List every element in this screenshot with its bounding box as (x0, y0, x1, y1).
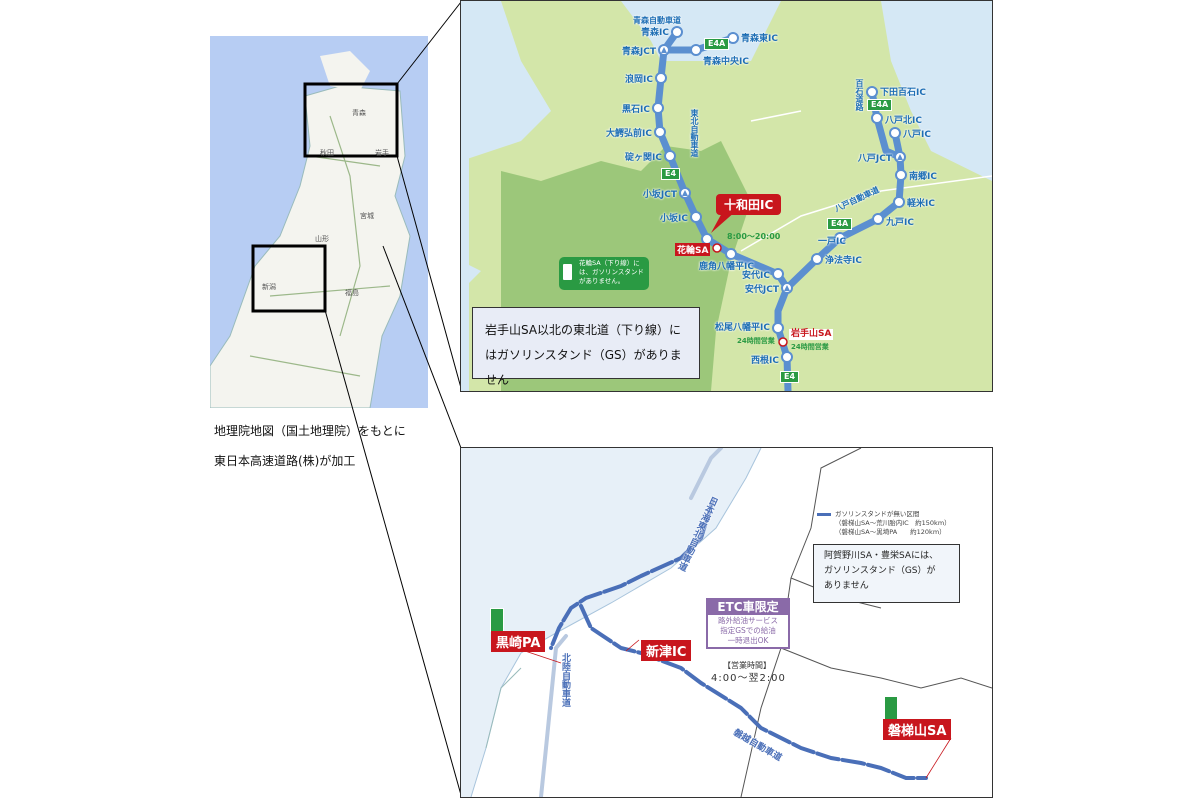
legend-line2: （磐梯山SA～黒埼PA 約120km） (835, 528, 946, 536)
ic-label: 八戸北IC (885, 116, 922, 126)
label-aomori: 青森 (352, 109, 366, 117)
iwatesan-hours-right: 24時間営業 (791, 343, 829, 351)
iwatesan-sa-label: 岩手山SA (789, 329, 834, 340)
niitsu-leader (625, 639, 640, 652)
hanawa-sa-marker (712, 243, 722, 253)
ic-label: 八戸IC (903, 130, 931, 140)
iwatesan-sa-marker (778, 337, 788, 347)
road-name-hyakuishi: 百石道路 (855, 79, 864, 111)
ic-label: 南郷IC (909, 172, 937, 182)
ic-label: 安代IC (742, 271, 770, 281)
legend-title: ガソリンスタンドが無い区間 (835, 510, 920, 518)
south-detail-map: 日本海東北自動車道 北陸自動車道 磐越自動車道 黒崎PA 新津IC 磐梯山SA … (460, 447, 993, 798)
north-ic-markers (652, 26, 907, 363)
notice-line2: はガソリンスタンド（GS）がありません (485, 348, 682, 387)
road-name-hokuriku: 北陸自動車道 (560, 653, 570, 707)
overview-map: 青森 秋田 岩手 山形 宮城 新潟 福島 (210, 36, 428, 408)
ic-label: 青森中央IC (703, 57, 749, 67)
gas-pump-icon (563, 264, 572, 280)
kurosaki-pa-label: 黒崎PA (491, 631, 546, 652)
ic-label: 小坂JCT (642, 190, 677, 200)
north-detail-map: 青森IC 青森JCT 青森中央IC 青森東IC 浪岡IC 黒石IC 大鰐弘前IC… (460, 0, 993, 392)
towada-hours: 8:00～20:00 (727, 232, 781, 241)
note-line2: ガソリンスタンド（GS）が (824, 566, 936, 576)
notice-box: 岩手山SA以北の東北道（下り線）に はガソリンスタンド（GS）がありません (472, 307, 700, 387)
ic-label: 浪岡IC (625, 75, 653, 85)
etc-line: 一時退出OK (727, 636, 769, 645)
notice-line1: 岩手山SA以北の東北道（下り線）に (485, 323, 682, 337)
ic-label: 青森JCT (621, 47, 656, 57)
ic-label: 九戸IC (886, 218, 914, 228)
ic-label: 西根IC (751, 356, 779, 366)
ic-label: 浄法寺IC (825, 256, 862, 266)
niitsu-ic-label: 新津IC (641, 640, 692, 661)
bandaisan-sa-label: 磐梯山SA (883, 719, 952, 740)
route-badge-e4: E4 (661, 168, 681, 180)
label-yamagata: 山形 (315, 235, 329, 243)
road-name-aomori: 青森自動車道 (633, 16, 681, 25)
caption-line1: 地理院地図（国土地理院）をもとに (214, 424, 406, 438)
label-iwate: 岩手 (375, 149, 389, 157)
caption-line2: 東日本高速道路(株)が加工 (214, 454, 356, 468)
label-miyagi: 宮城 (360, 212, 374, 220)
hours-value: 4:00～翌2:00 (711, 673, 786, 684)
bandaisan-leader (925, 737, 952, 779)
overview-land (210, 51, 411, 408)
ic-label: 松尾八幡平IC (715, 323, 770, 333)
ic-label: 大鰐弘前IC (606, 129, 652, 139)
south-map-base (461, 448, 992, 797)
legend-swatch (817, 512, 831, 516)
towada-ic-callout: 十和田IC (716, 194, 782, 215)
etc-line: 指定GSでの給油 (720, 626, 776, 635)
label-niigata: 新潟 (262, 283, 276, 291)
note-line3: ありません (824, 581, 869, 591)
route-badge-e4a: E4A (704, 38, 730, 50)
ic-label: 軽米IC (907, 199, 935, 209)
route-badge-e4: E4 (780, 371, 800, 383)
etc-title: ETC車限定 (717, 600, 779, 614)
road-name-tohoku: 東北自動車道 (690, 109, 699, 157)
gas-pump-icon (884, 696, 898, 720)
hanawa-note-text: 花輪SA（下り線）には、ガソリンスタンドがありません。 (579, 259, 644, 285)
label-fukushima: 福島 (345, 289, 359, 297)
etc-line: 路外給油サービス (718, 616, 778, 625)
ic-label: 一戸IC (818, 237, 846, 247)
ic-label: 下田百石IC (880, 88, 926, 98)
ic-label: 黒石IC (622, 105, 650, 115)
ic-label: 安代JCT (744, 285, 779, 295)
note-line1: 阿賀野川SA・豊栄SAには、 (824, 551, 939, 561)
legend-line1: （磐梯山SA～荒川胎内IC 約150km） (835, 519, 951, 527)
route-badge-e4a: E4A (867, 99, 893, 111)
ic-label: 鹿角八幡平IC (699, 262, 754, 272)
ic-label: 碇ヶ関IC (625, 153, 662, 163)
ic-label: 青森IC (641, 28, 669, 38)
hanawa-sa-label: 花輪SA (675, 243, 711, 256)
note-box: 阿賀野川SA・豊栄SAには、 ガソリンスタンド（GS）が ありません (813, 544, 960, 603)
ic-label: 八戸JCT (857, 154, 892, 164)
route-badge-e4a: E4A (827, 218, 853, 230)
towada-ic-label: 十和田IC (724, 198, 774, 212)
label-akita: 秋田 (320, 149, 334, 157)
iwatesan-hours-left: 24時間営業 (737, 337, 775, 345)
hours-title: 【営業時間】 (723, 661, 771, 670)
ic-label: 青森東IC (741, 34, 778, 44)
gas-pump-icon (490, 608, 504, 632)
hanawa-note-balloon: 花輪SA（下り線）には、ガソリンスタンドがありません。 (559, 257, 649, 290)
legend: ガソリンスタンドが無い区間 （磐梯山SA～荒川胎内IC 約150km） （磐梯山… (817, 510, 951, 537)
etc-box: ETC車限定 路外給油サービス 指定GSでの給油 一時退出OK (706, 598, 790, 649)
ic-label: 小坂IC (660, 214, 688, 224)
